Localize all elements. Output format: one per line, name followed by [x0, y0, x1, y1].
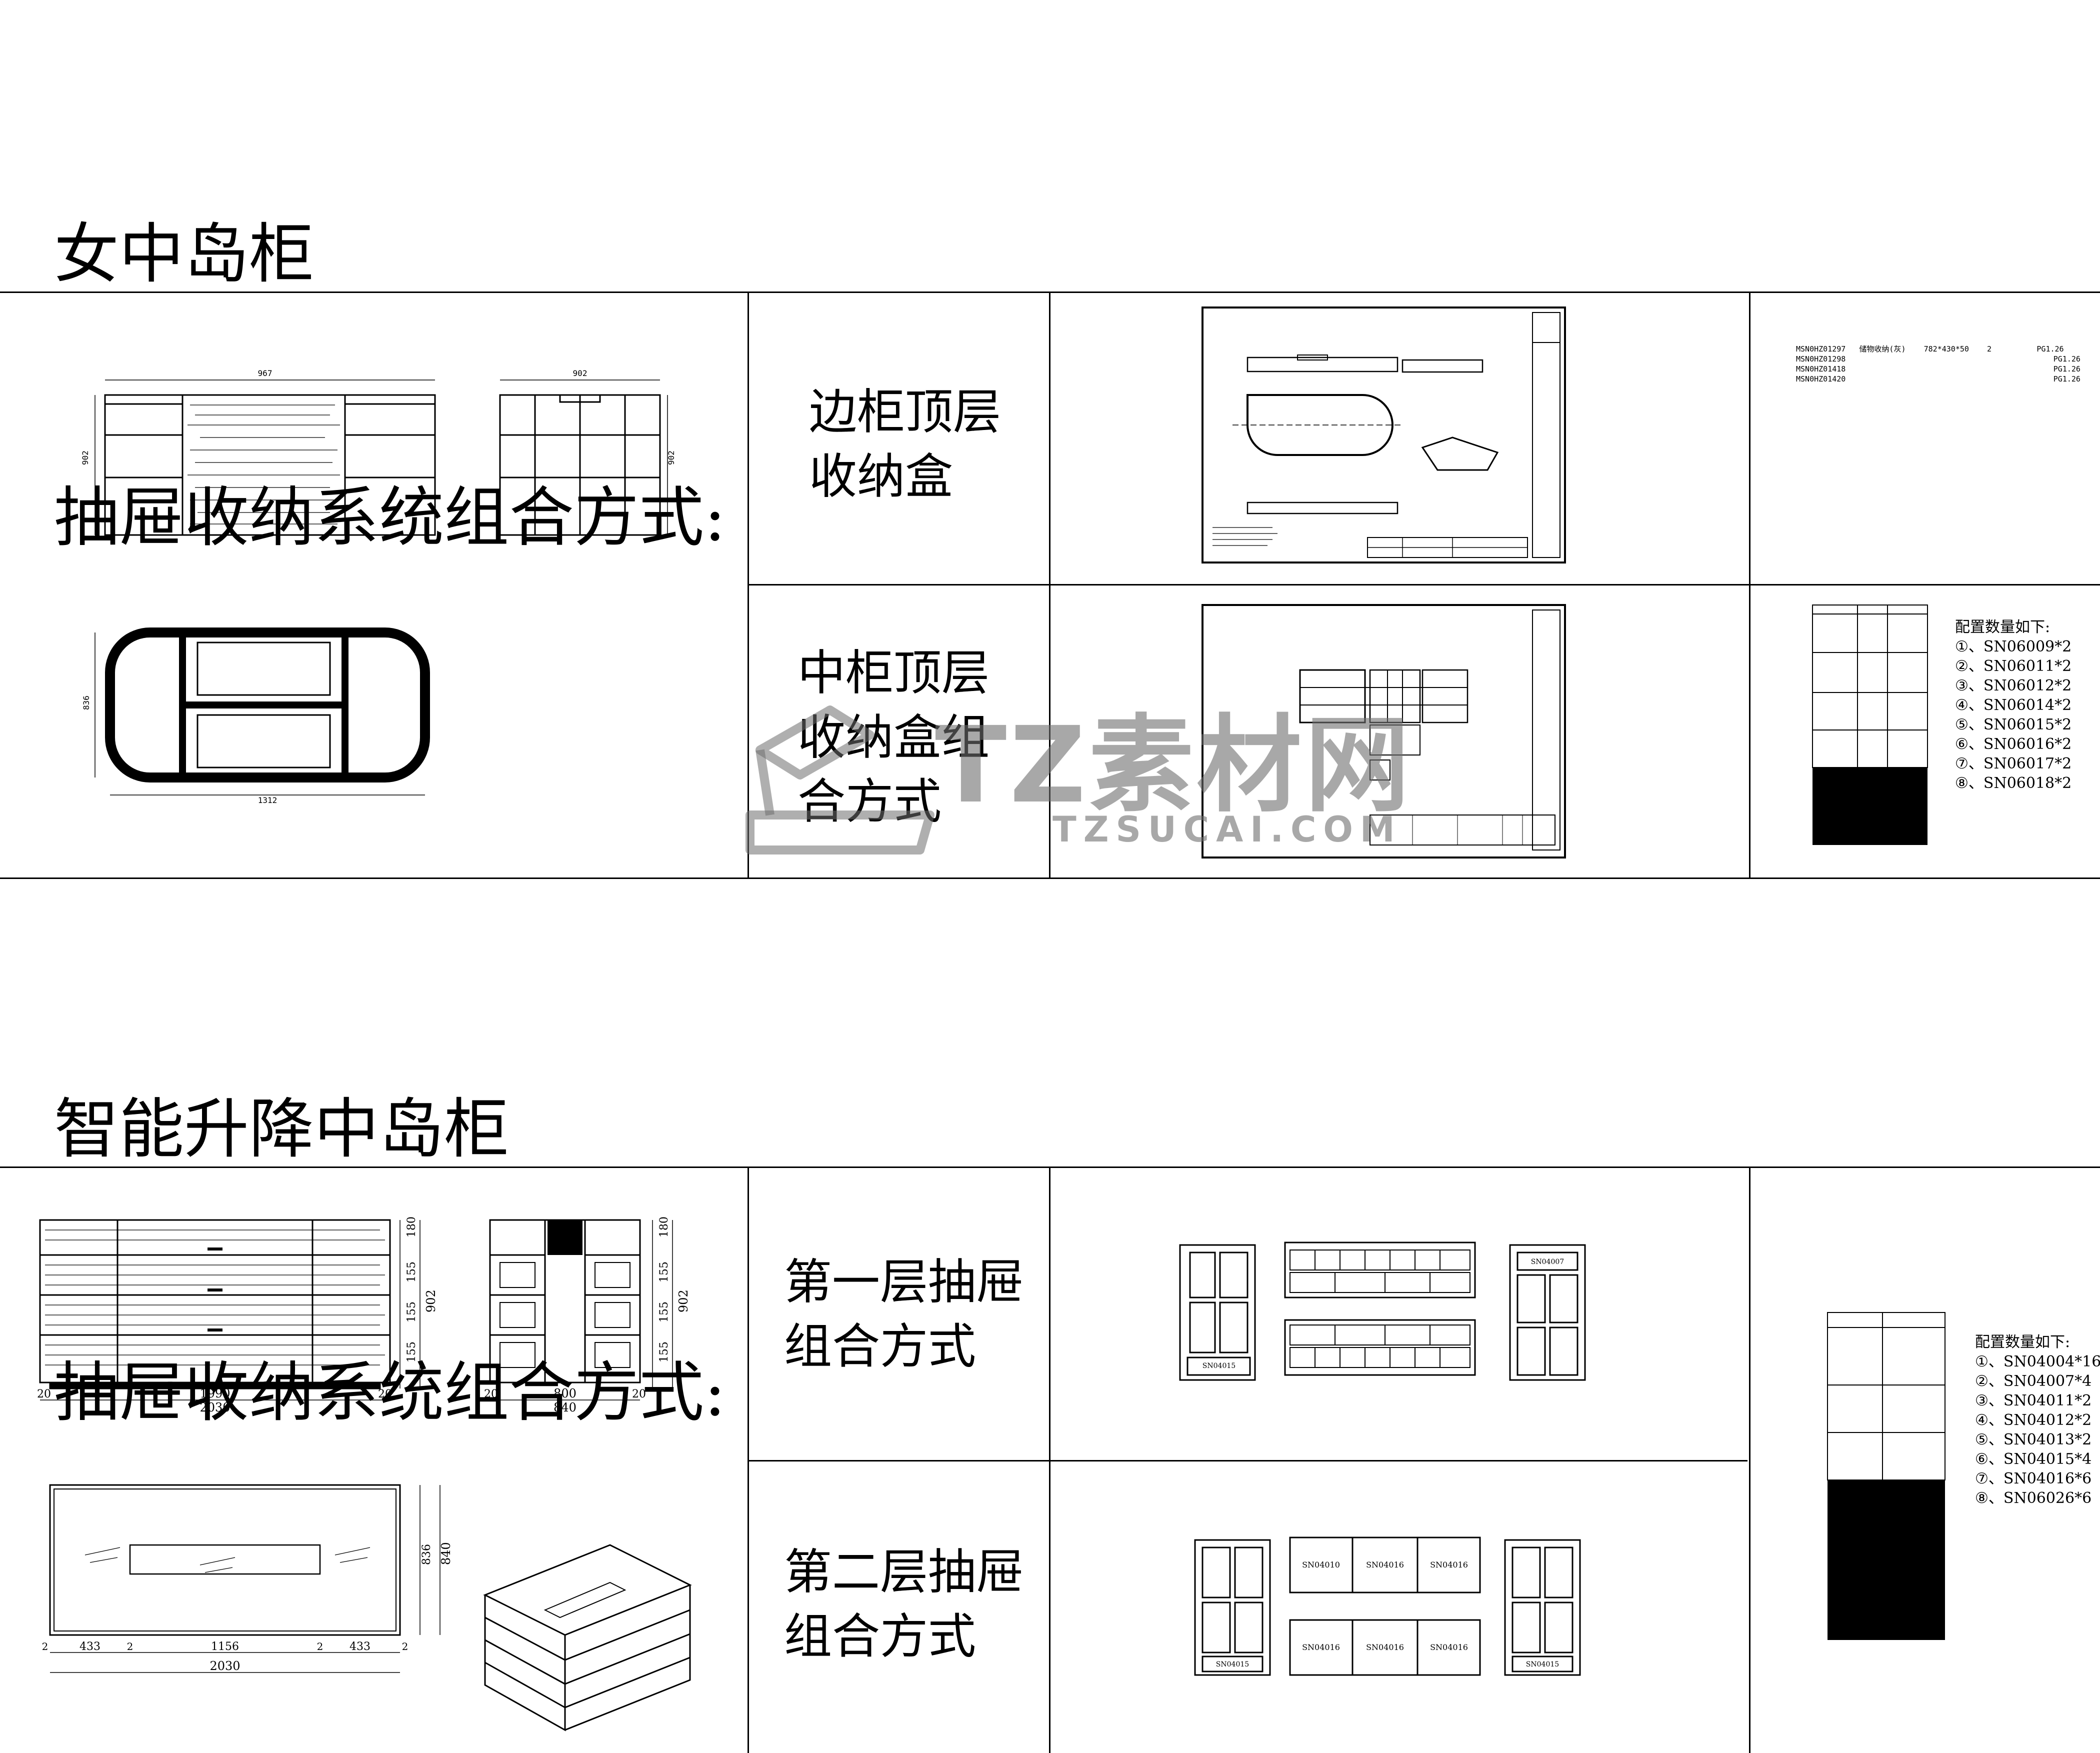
s1-front-height-label: 902 [80, 450, 90, 465]
section1-title-line2: 抽屉收纳系统组合方式: [54, 479, 726, 556]
s2-plan-seg-3: 2 [127, 1640, 134, 1652]
s2-side-edge-right: 20 [632, 1388, 646, 1400]
s2-front-h3: 155 [406, 1302, 418, 1322]
s2-plan-seg-2: 433 [80, 1640, 100, 1653]
section2-side-elevation: 20 800 20 840 180 155 155 155 902 [484, 1216, 690, 1414]
s2-front-side-left: 20 [37, 1388, 51, 1400]
s2-l1-code-a: SN04015 [1202, 1362, 1236, 1370]
section2-layer2-layout: SN04010 SN04016 SN04016 SN04016 SN04016 … [1194, 1536, 1581, 1676]
section2-row1-label: 第一层抽屉 组合方式 [784, 1254, 1024, 1374]
s2-l2-code-5: SN04016 [1366, 1642, 1404, 1652]
section1-config-block: 配置数量如下: ①、SN06009*2 ②、SN06011*2 ③、SN0601… [1955, 618, 2072, 793]
section2-config-item-6: ⑥、SN04015*4 [1975, 1450, 2092, 1468]
section2-plan-view: 2 433 2 1156 2 433 2 2030 836 840 [42, 1484, 453, 1673]
s2-l2-code-2: SN04016 [1366, 1560, 1404, 1570]
watermark-brand: TZ素材网 [935, 704, 1413, 826]
section2-config-table [1827, 1312, 1946, 1640]
col-divider-1b [748, 1166, 749, 1753]
section1-config-item-3: ③、SN06012*2 [1955, 677, 2072, 694]
s1-plan-depth-label: 836 [82, 696, 91, 710]
section1-config-table [1812, 604, 1928, 845]
section1-drawing-sheet-1 [1202, 306, 1566, 564]
section1-config-item-5: ⑤、SN06015*2 [1955, 716, 2072, 734]
section1-plan-view: 1312 836 [82, 628, 430, 805]
divider-section1-mid [748, 584, 2100, 586]
s2-front-total: 2030 [200, 1400, 230, 1414]
divider-section1-bottom [0, 878, 2100, 879]
section1-side-elevation: 902 902 [499, 368, 676, 536]
section2-config-item-8: ⑧、SN06026*6 [1975, 1490, 2092, 1507]
section2-front-elevation: 20 1990 20 2030 180 155 155 155 902 [37, 1216, 438, 1414]
s2-side-h4: 155 [658, 1342, 670, 1362]
section1-title-line1: 女中岛柜 [54, 216, 314, 292]
watermark-logo-icon [746, 706, 934, 854]
s2-side-h1: 180 [658, 1216, 670, 1238]
section2-config-block: 配置数量如下: ①、SN04004*16 ②、SN04007*4 ③、SN040… [1975, 1332, 2100, 1508]
s2-l2-code-3: SN04016 [1430, 1560, 1468, 1570]
section1-config-item-4: ④、SN06014*2 [1955, 696, 2072, 714]
s2-front-side-right: 20 [378, 1388, 392, 1400]
s2-l2-code-8: SN04015 [1526, 1660, 1559, 1668]
s1-side-width-label: 902 [573, 368, 588, 378]
s2-plan-seg-7: 2 [402, 1640, 408, 1652]
section2-config-item-5: ⑤、SN04013*2 [1975, 1431, 2092, 1448]
section2-row2-label: 第二层抽屉 组合方式 [784, 1544, 1024, 1664]
watermark-url: TZSUCAI.COM [1052, 809, 1402, 850]
s2-l2-code-7: SN04015 [1216, 1660, 1249, 1668]
s2-side-total: 840 [554, 1400, 576, 1414]
s2-plan-seg-6: 433 [350, 1640, 370, 1653]
s2-side-h2: 155 [658, 1262, 670, 1282]
section1-config-item-7: ⑦、SN06017*2 [1955, 755, 2072, 772]
s2-side-h3: 155 [658, 1302, 670, 1322]
s2-l2-code-1: SN04010 [1302, 1560, 1340, 1570]
s2-front-h1: 180 [406, 1216, 418, 1238]
s1-side-height-label: 902 [666, 450, 676, 465]
section2-config-item-7: ⑦、SN04016*6 [1975, 1470, 2092, 1488]
section1-parts-list: MSN0HZ01297 储物收纳(灰) 782*430*50 2 PG1.26 … [1796, 344, 2080, 384]
section2-config-item-1: ①、SN04004*16 [1975, 1353, 2100, 1370]
section1-drawing-sheet-2 [1202, 604, 1566, 858]
section2-isometric-view [483, 1544, 692, 1732]
s2-plan-seg-4: 1156 [211, 1640, 239, 1653]
s2-plan-depth-inner: 836 [420, 1544, 433, 1565]
section1-config-item-8: ⑧、SN06018*2 [1955, 774, 2072, 792]
section1-config-item-1: ①、SN06009*2 [1955, 638, 2072, 656]
s1-plan-width-label: 1312 [258, 796, 278, 805]
col-divider-2a [1049, 292, 1050, 878]
section1-config-item-6: ⑥、SN06016*2 [1955, 736, 2072, 753]
section2-layer1-layout: SN04015 SN04007 [1179, 1242, 1586, 1381]
col-divider-1a [748, 292, 749, 878]
s2-plan-total: 2030 [210, 1659, 240, 1673]
s2-plan-seg-5: 2 [317, 1640, 324, 1652]
section1-config-title: 配置数量如下: [1955, 618, 2050, 636]
s2-side-total-height: 902 [676, 1290, 690, 1312]
section1-title: 女中岛柜 抽屉收纳系统组合方式: [54, 35, 726, 650]
col-divider-2b [1049, 1166, 1050, 1753]
divider-section2-mid [748, 1460, 1748, 1462]
s2-front-total-height: 902 [424, 1290, 438, 1312]
section2-title-line1: 智能升降中岛柜 [54, 1091, 510, 1167]
s2-side-edge-left: 20 [484, 1388, 498, 1400]
s2-l2-code-6: SN04016 [1430, 1642, 1468, 1652]
s2-l1-code-b: SN04007 [1531, 1258, 1564, 1266]
s2-front-h4: 155 [406, 1342, 418, 1362]
s2-plan-seg-1: 2 [42, 1640, 48, 1652]
s2-front-inner: 1990 [200, 1386, 230, 1400]
s2-plan-depth-total: 840 [439, 1542, 453, 1565]
s2-front-h2: 155 [406, 1262, 418, 1282]
col-divider-3b [1749, 1166, 1750, 1753]
section2-config-item-3: ③、SN04011*2 [1975, 1392, 2092, 1410]
section1-row1-label: 边柜顶层 收纳盒 [809, 384, 1001, 504]
section2-config-item-4: ④、SN04012*2 [1975, 1412, 2092, 1429]
s1-front-width-label: 967 [258, 368, 272, 378]
section1-config-item-2: ②、SN06011*2 [1955, 658, 2072, 675]
col-divider-3a [1749, 292, 1750, 878]
section1-row2-label: 中柜顶层 收纳盒组 合方式 [798, 645, 990, 830]
s2-l2-code-4: SN04016 [1302, 1642, 1340, 1652]
section2-config-title: 配置数量如下: [1975, 1334, 2070, 1351]
section2-config-item-2: ②、SN04007*4 [1975, 1372, 2092, 1390]
section1-front-elevation: 967 902 [80, 368, 436, 536]
s2-side-inner: 800 [554, 1386, 576, 1400]
